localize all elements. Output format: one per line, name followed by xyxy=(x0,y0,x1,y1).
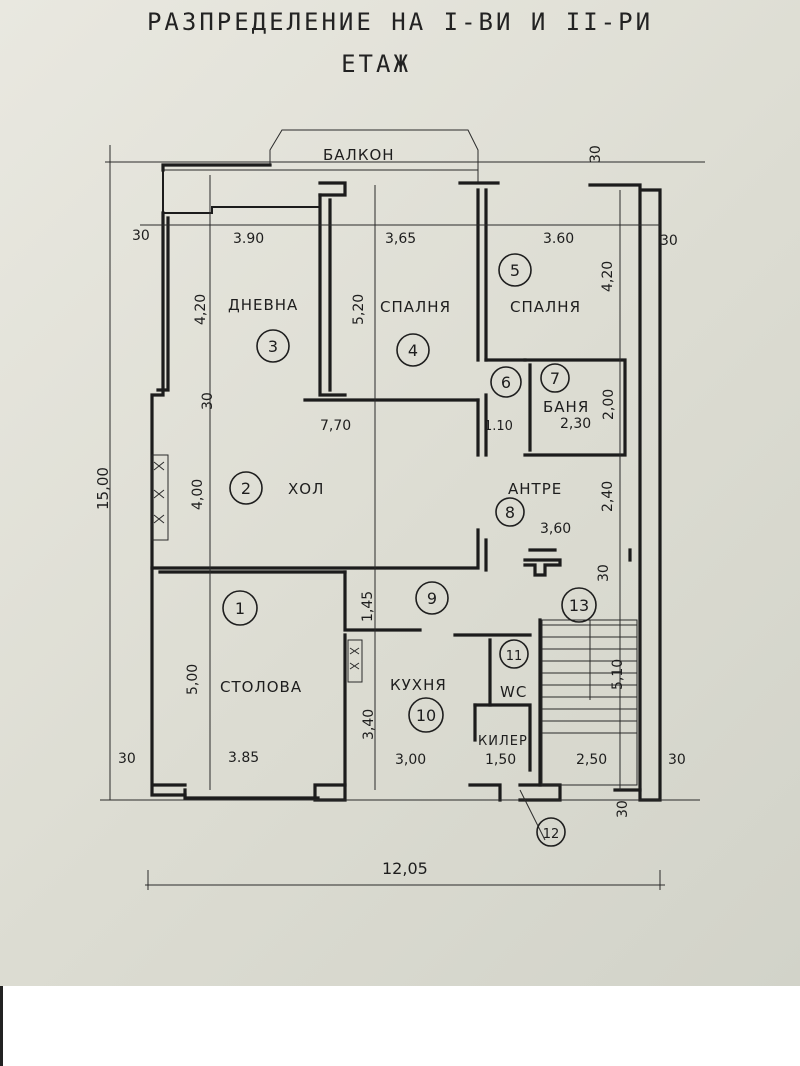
dim-width-110: 1.10 xyxy=(484,419,513,434)
room-number-13: 13 xyxy=(569,596,589,615)
dim-width-360-mid: 3,60 xyxy=(540,521,571,537)
paper-sheet: РАЗПРЕДЕЛЕНИЕ НА I-ВИ И II-РИ ЕТАЖ xyxy=(0,0,800,986)
dim-total-width: 12,05 xyxy=(382,859,428,878)
room-number-5: 5 xyxy=(510,261,520,280)
room-number-10: 10 xyxy=(416,706,436,725)
room-label-bathroom: БАНЯ xyxy=(543,398,589,416)
room-label-wc: WC xyxy=(500,683,527,701)
vent-ducts xyxy=(151,454,363,683)
dim-wall-30-r: 30 xyxy=(660,233,678,249)
room-label-entrance: АНТРЕ xyxy=(508,480,562,498)
dim-height-420-left: 4,20 xyxy=(193,294,209,325)
room-number-1: 1 xyxy=(235,599,245,618)
dim-width-770: 7,70 xyxy=(320,418,351,434)
dim-height-500: 5,00 xyxy=(185,664,201,695)
dim-width-300: 3,00 xyxy=(395,752,426,768)
room-number-4: 4 xyxy=(408,341,418,360)
balcony-label: БАЛКОН xyxy=(323,146,395,164)
dim-wall-30-mid: 30 xyxy=(200,392,216,410)
room-number-12: 12 xyxy=(543,827,560,842)
margin-line xyxy=(0,986,3,1066)
dim-height-420-right: 4,20 xyxy=(600,261,616,292)
room-label-bedroom-4: СПАЛНЯ xyxy=(380,298,451,316)
room-label-kitchen: КУХНЯ xyxy=(390,676,447,694)
room-label-hall: ХОЛ xyxy=(288,480,324,498)
room-number-6: 6 xyxy=(501,373,511,392)
room-label-living: ДНЕВНА xyxy=(228,296,298,314)
dim-width-360-top: 3.60 xyxy=(543,231,574,247)
dim-wall-30-stair: 30 xyxy=(596,564,612,582)
balcony-outline xyxy=(162,129,479,214)
room-number-8: 8 xyxy=(505,503,515,522)
staircase xyxy=(541,619,638,786)
room-label-dining: СТОЛОВА xyxy=(220,678,302,696)
dim-height-340: 3,40 xyxy=(361,709,377,740)
dim-wall-30-b: 30 xyxy=(615,800,631,818)
room-number-2: 2 xyxy=(241,479,251,498)
dim-width-150: 1,50 xyxy=(485,752,516,768)
dim-height-240: 2,40 xyxy=(600,481,616,512)
dim-wall-30-tl: 30 xyxy=(132,228,150,244)
dim-wall-30-br: 30 xyxy=(668,752,686,768)
room-number-11: 11 xyxy=(506,649,523,664)
dimension-lines xyxy=(100,145,705,890)
dim-width-385: 3.85 xyxy=(228,750,259,766)
dimension-texts: 30 3.90 3,65 3.60 30 30 4,20 5,20 4,20 3… xyxy=(94,145,686,878)
dim-height-400: 4,00 xyxy=(190,479,206,510)
dim-total-height: 15,00 xyxy=(94,467,112,510)
room-number-7: 7 xyxy=(550,369,560,388)
room-label-bedroom-5: СПАЛНЯ xyxy=(510,298,581,316)
room-label-pantry: КИЛЕР xyxy=(478,734,528,749)
room-numbers: 3 4 5 6 7 2 8 1 9 13 11 10 12 xyxy=(222,253,597,847)
exterior-walls xyxy=(150,163,662,802)
plan-title: РАЗПРЕДЕЛЕНИЕ НА I-ВИ И II-РИ xyxy=(147,8,653,36)
dim-width-250: 2,50 xyxy=(576,752,607,768)
room-number-9: 9 xyxy=(427,589,437,608)
room-number-3: 3 xyxy=(268,337,278,356)
dim-width-230: 2,30 xyxy=(560,416,591,432)
dim-wall-30-tr: 30 xyxy=(588,145,604,163)
dim-height-145: 1,45 xyxy=(360,591,376,622)
interior-walls xyxy=(150,188,632,787)
dim-height-520: 5,20 xyxy=(351,294,367,325)
dim-height-200: 2,00 xyxy=(601,389,617,420)
dim-width-390: 3.90 xyxy=(233,231,264,247)
dim-width-365: 3,65 xyxy=(385,231,416,247)
dim-height-510: 5,10 xyxy=(610,659,626,690)
plan-subtitle: ЕТАЖ xyxy=(341,50,411,78)
floor-plan: РАЗПРЕДЕЛЕНИЕ НА I-ВИ И II-РИ ЕТАЖ xyxy=(94,8,705,890)
dim-wall-30-bl: 30 xyxy=(118,751,136,767)
